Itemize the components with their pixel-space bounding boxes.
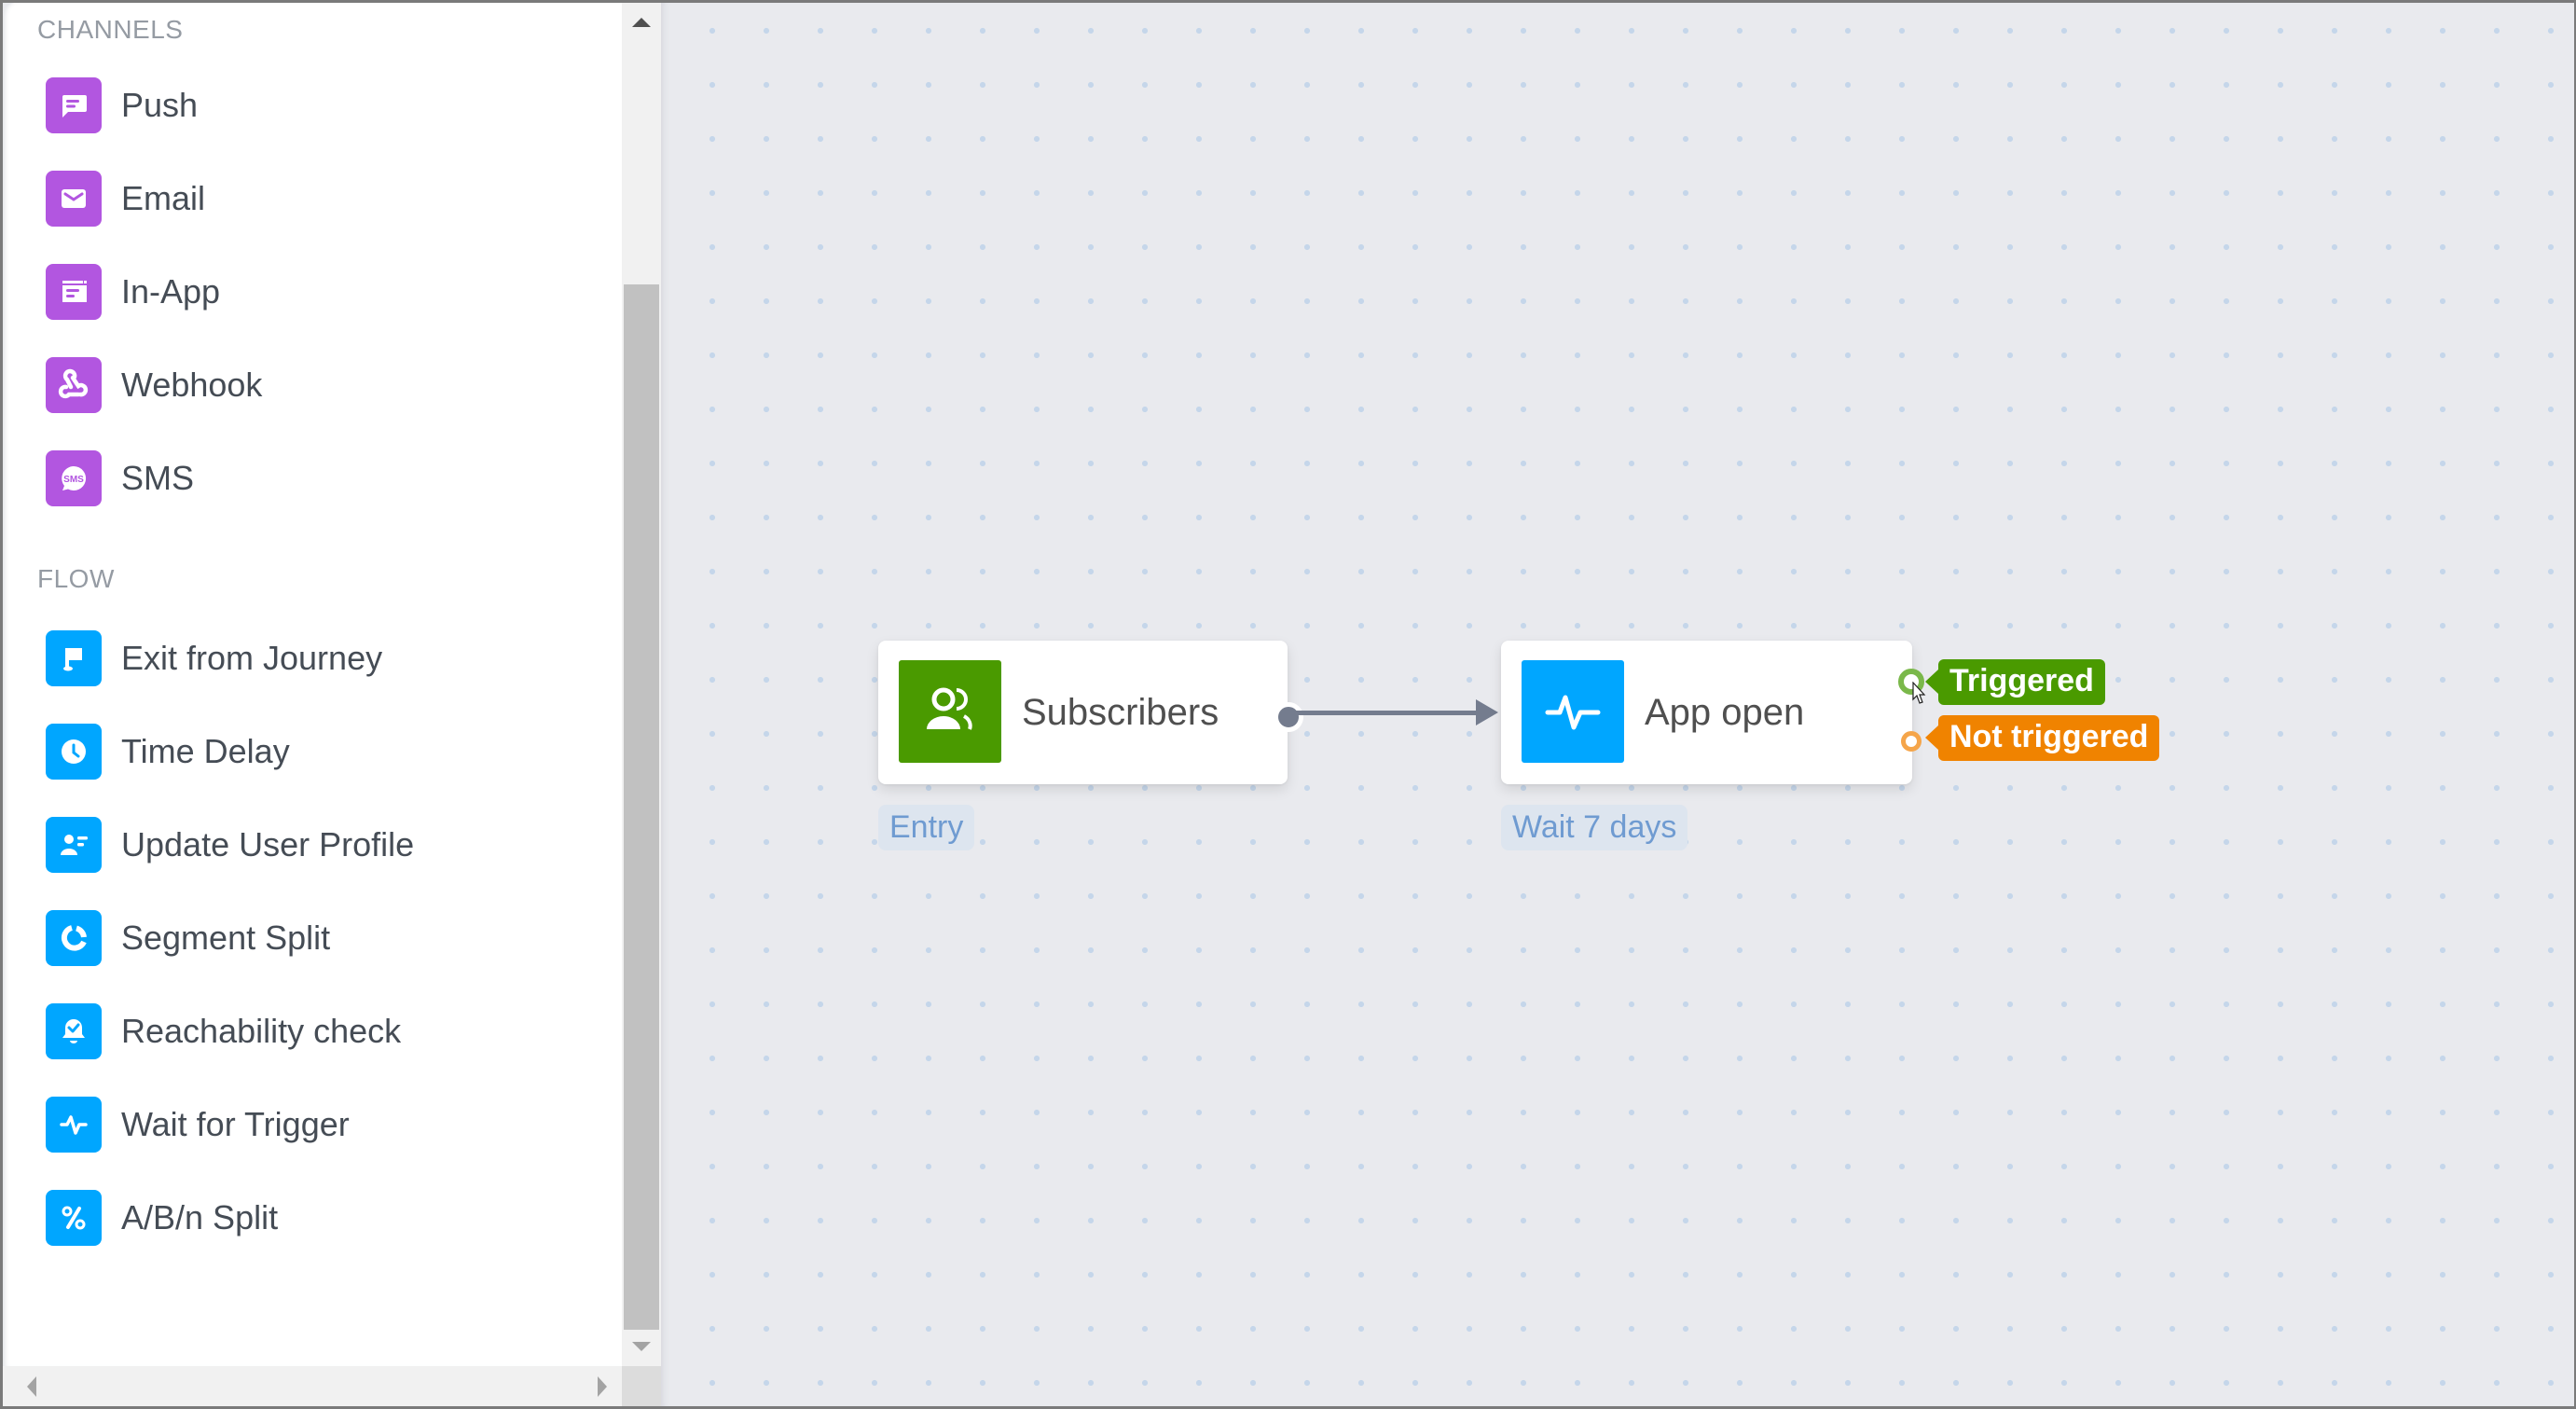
palette-item-label: Segment Split	[121, 919, 331, 957]
webhook-icon	[46, 357, 102, 413]
palette-item-label: Reachability check	[121, 1012, 402, 1050]
output-label-not-triggered: Not triggered	[1924, 715, 2160, 761]
edge-line[interactable]	[1295, 711, 1478, 715]
percent-icon	[46, 1190, 102, 1246]
node-icon-box	[899, 660, 1001, 763]
node-caption-entry: Entry	[878, 805, 975, 850]
palette-item-push[interactable]: Push	[46, 77, 568, 133]
sms-icon: SMS	[46, 450, 102, 506]
node-app-open[interactable]: App open	[1501, 641, 1912, 784]
sidebar-horizontal-scrollbar[interactable]	[3, 1366, 622, 1406]
palette-item-email[interactable]: Email	[46, 171, 568, 227]
clock-icon	[46, 724, 102, 780]
node-title: App open	[1645, 692, 1805, 733]
palette-item-label: Update User Profile	[121, 825, 415, 863]
palette-item-label: SMS	[121, 459, 195, 497]
palette-item-label: Email	[121, 179, 206, 217]
node-title: Subscribers	[1022, 692, 1219, 733]
palette-item-label: Exit from Journey	[121, 639, 383, 677]
journey-canvas[interactable]: Subscribers Entry App open Wait 7 days T…	[661, 3, 2574, 1406]
users-icon	[927, 687, 972, 730]
palette-item-wait-for-trigger[interactable]: Wait for Trigger	[46, 1097, 568, 1153]
scroll-up-arrow-icon[interactable]	[622, 3, 661, 40]
palette-item-reachability-check[interactable]: Reachability check	[46, 1003, 568, 1059]
node-caption-wait: Wait 7 days	[1501, 805, 1688, 850]
scrollbar-corner	[622, 1366, 661, 1406]
palette-item-label: Push	[121, 86, 199, 124]
palette-item-segment-split[interactable]: Segment Split	[46, 910, 568, 966]
user-profile-icon	[46, 817, 102, 873]
node-subscribers[interactable]: Subscribers	[878, 641, 1288, 784]
palette-item-label: A/B/n Split	[121, 1198, 279, 1236]
in-app-icon	[46, 264, 102, 320]
node-icon-box	[1522, 660, 1624, 763]
palette-item-update-user-profile[interactable]: Update User Profile	[46, 817, 568, 873]
scroll-left-arrow-icon[interactable]	[12, 1366, 49, 1406]
segment-split-icon	[46, 910, 102, 966]
mouse-cursor-icon	[1912, 682, 1926, 704]
node-palette-sidebar: CHANNELS Push Email In-App Webhook SMS S…	[3, 3, 622, 1366]
section-title-channels: CHANNELS	[37, 15, 184, 44]
palette-item-webhook[interactable]: Webhook	[46, 357, 568, 413]
output-port-not-triggered[interactable]	[1901, 731, 1922, 752]
palette-item-exit-from-journey[interactable]: Exit from Journey	[46, 630, 568, 686]
palette-item-label: Time Delay	[121, 732, 290, 770]
palette-item-label: Webhook	[121, 366, 263, 404]
flag-icon	[46, 630, 102, 686]
pulse-icon	[1545, 695, 1601, 730]
scrollbar-thumb[interactable]	[624, 284, 659, 1330]
output-port-subscribers[interactable]	[1274, 702, 1303, 732]
scroll-down-arrow-icon[interactable]	[622, 1329, 661, 1366]
palette-item-label: Wait for Trigger	[121, 1105, 350, 1143]
edge-arrowhead-icon	[1476, 699, 1498, 725]
pulse-icon	[46, 1097, 102, 1153]
push-message-icon	[46, 77, 102, 133]
output-label-triggered: Triggered	[1925, 659, 2105, 705]
scroll-right-arrow-icon[interactable]	[585, 1366, 622, 1406]
palette-item-sms[interactable]: SMS SMS	[46, 450, 568, 506]
palette-item-in-app[interactable]: In-App	[46, 264, 568, 320]
bell-check-icon	[46, 1003, 102, 1059]
palette-item-label: In-App	[121, 272, 221, 311]
palette-item-ab-split[interactable]: A/B/n Split	[46, 1190, 568, 1246]
section-title-flow: FLOW	[37, 564, 115, 593]
email-icon	[46, 171, 102, 227]
svg-text:SMS: SMS	[63, 475, 84, 485]
sidebar-vertical-scrollbar[interactable]	[622, 3, 661, 1366]
palette-item-time-delay[interactable]: Time Delay	[46, 724, 568, 780]
